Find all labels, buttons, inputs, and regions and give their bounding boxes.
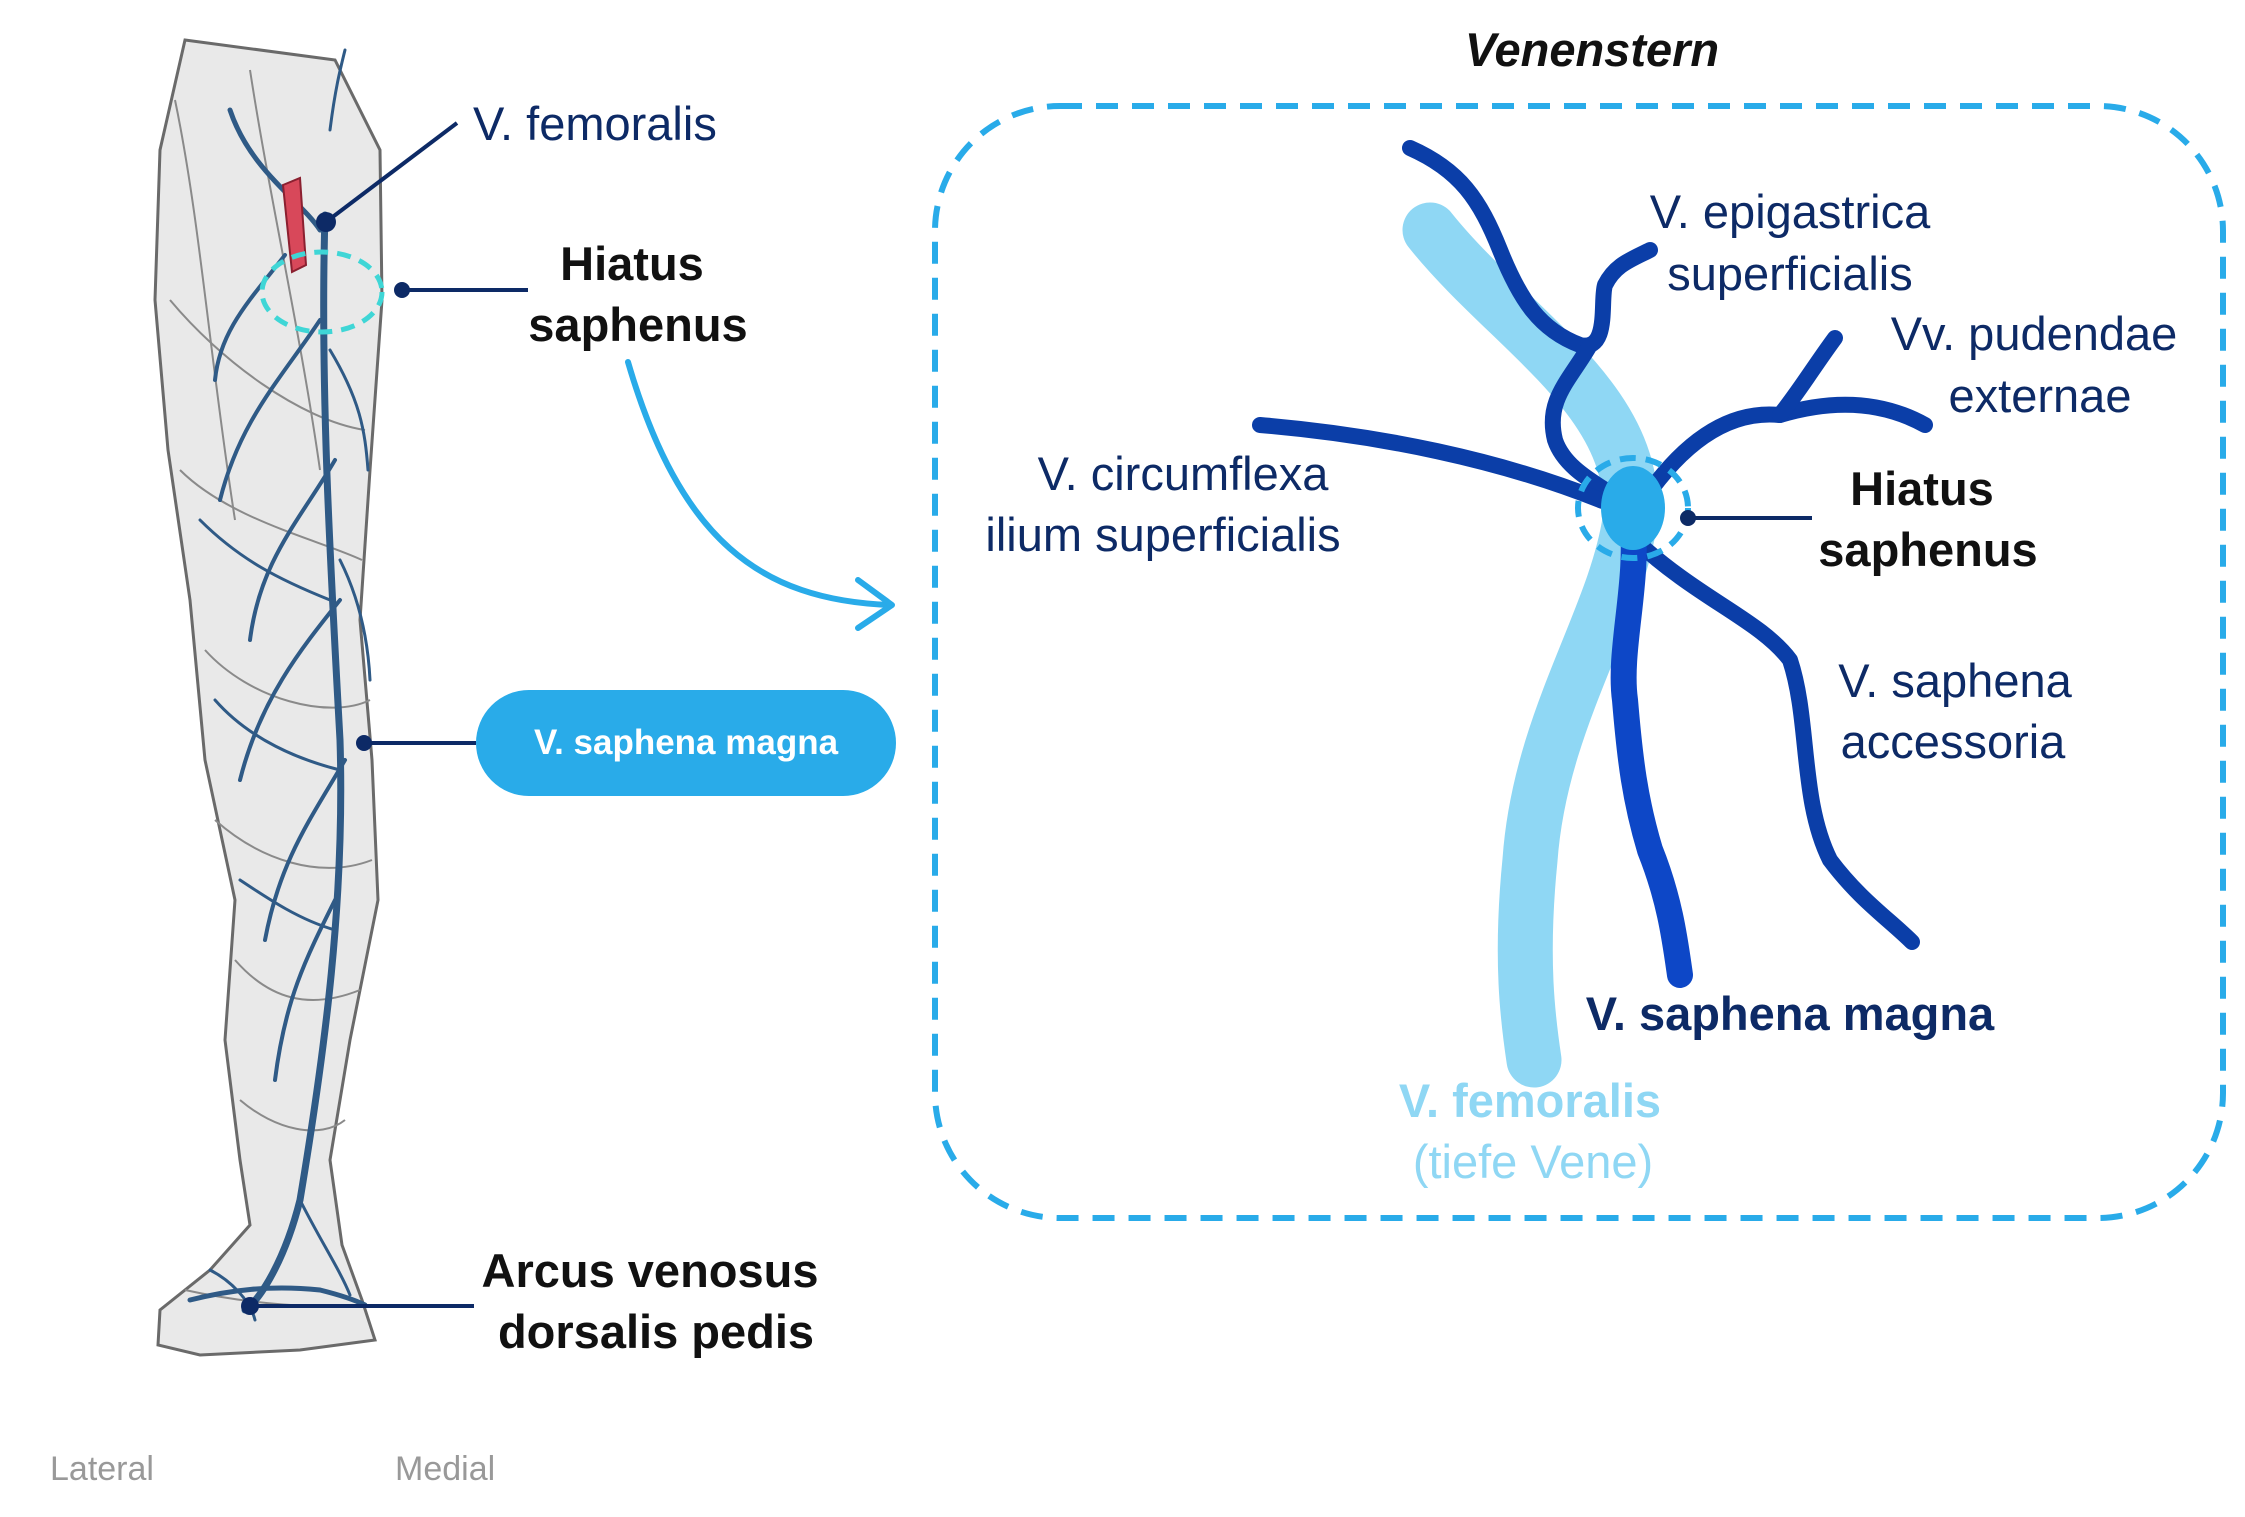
label-circumflexa-line2: ilium superficialis [985, 508, 1340, 561]
leg-contours [169, 69, 373, 1308]
label-star-magna: V. saphena magna [1586, 987, 1995, 1040]
label-lateral: Lateral [50, 1450, 154, 1488]
label-arcus-line1: Arcus venosus [482, 1244, 819, 1297]
label-pudendae-line1: Vv. pudendae [1891, 307, 2178, 360]
connector-arrow [625, 359, 895, 631]
star-hiatus-fill [1601, 466, 1665, 550]
star-hiatus-dot [1680, 510, 1696, 526]
label-accessoria-line1: V. saphena [1838, 654, 2072, 707]
label-hiatus-line2: saphenus [528, 298, 747, 351]
label-medial: Medial [395, 1450, 495, 1488]
label-circumflexa-line1: V. circumflexa [1038, 447, 1330, 500]
label-accessoria-line2: accessoria [1841, 715, 2067, 768]
label-epigastrica-line2: superficialis [1667, 247, 1913, 300]
vein-saphena-magna [1610, 505, 1693, 988]
left-leader-lines [250, 121, 528, 1308]
leg-illustration [153, 38, 385, 1357]
vein-epigastrica-continuation [1544, 337, 1628, 508]
femoral-vein [1402, 202, 1658, 1088]
label-arcus-line2: dorsalis pedis [498, 1305, 814, 1358]
star-hiatus-ring [1575, 455, 1691, 561]
label-star-hiatus-line2: saphenus [1818, 523, 2037, 576]
leg-outline [153, 38, 384, 1357]
venenstern-frame [932, 103, 2226, 1221]
vein-accessoria [1627, 532, 1920, 950]
hiatus-ring [259, 249, 385, 335]
label-hiatus-line1: Hiatus [560, 237, 704, 290]
vein-epigastrica [1402, 140, 1658, 354]
label-star-femoralis-sub: (tiefe Vene) [1413, 1135, 1653, 1188]
femoral-artery [281, 176, 308, 274]
label-epigastrica-line1: V. epigastrica [1650, 185, 1931, 238]
venenstern-title: Venenstern [1465, 23, 1719, 76]
saphena-magna-pill: V. saphena magna [476, 690, 896, 796]
label-star-femoralis: V. femoralis [1399, 1074, 1661, 1127]
label-star-hiatus-line1: Hiatus [1850, 462, 1994, 515]
venous-star [1252, 140, 1933, 988]
vein-pudendae-branch [1772, 330, 1843, 423]
left-leader-dots [241, 212, 410, 1315]
label-pudendae-line2: externae [1949, 369, 2132, 422]
label-femoralis: V. femoralis [473, 97, 717, 150]
